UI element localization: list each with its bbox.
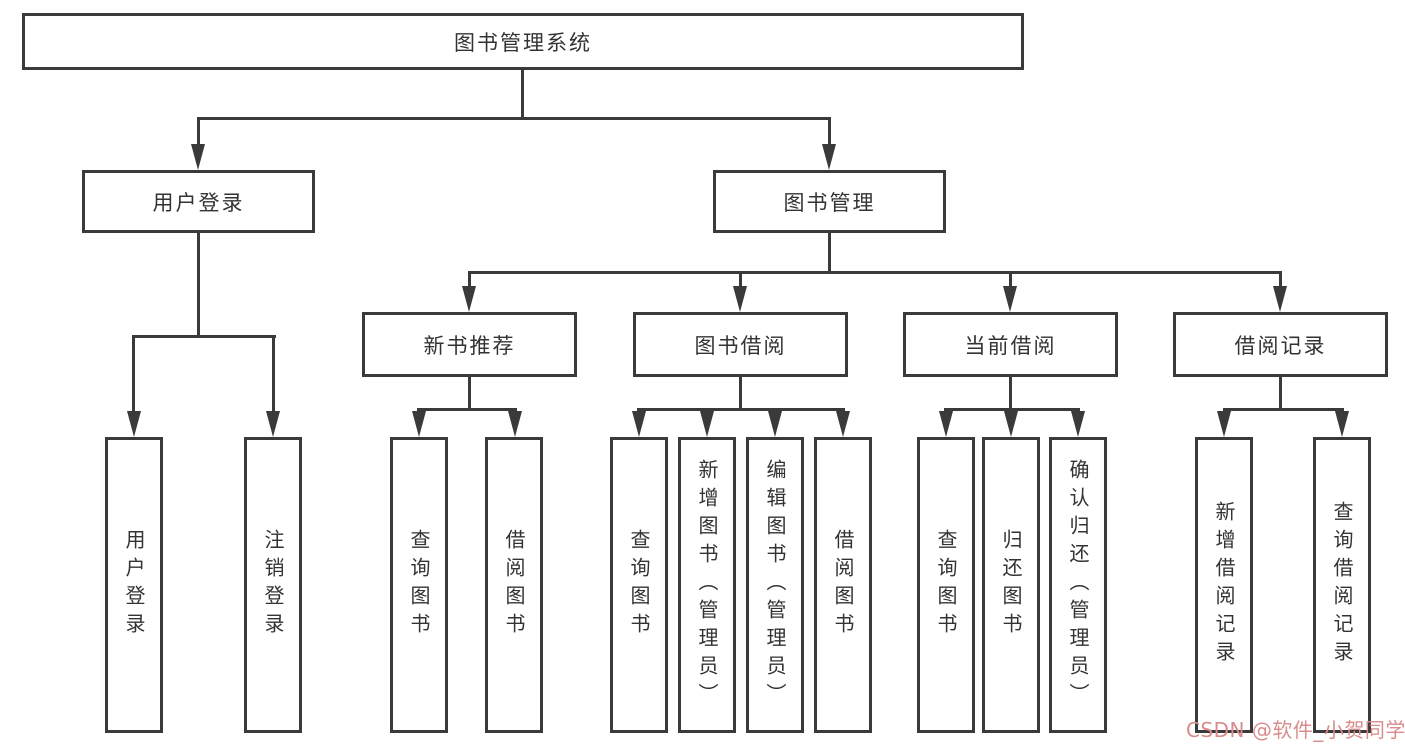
arrow-down-icon — [462, 286, 476, 312]
arrow-down-icon — [768, 411, 782, 437]
arrow-down-icon — [191, 144, 205, 170]
leaf-label: 查询图书 — [627, 529, 651, 641]
leaf-query-books-1: 查询图书 — [390, 437, 448, 733]
leaf-label: 查询借阅记录 — [1330, 501, 1354, 669]
arrow-down-icon — [127, 411, 141, 437]
connector-line — [1009, 271, 1012, 288]
node-current-borrow: 当前借阅 — [903, 312, 1118, 377]
leaf-query-borrow-record: 查询借阅记录 — [1313, 437, 1371, 733]
arrow-down-icon — [1003, 286, 1017, 312]
connector-line — [132, 335, 276, 338]
leaf-return-books: 归还图书 — [982, 437, 1040, 733]
arrow-down-icon — [508, 411, 522, 437]
connector-line — [132, 335, 135, 412]
leaf-label: 归还图书 — [999, 529, 1023, 641]
connector-line — [417, 408, 517, 411]
connector-line — [521, 70, 524, 118]
connector-line — [828, 233, 831, 273]
connector-line — [1223, 408, 1344, 411]
connector-line — [739, 377, 742, 410]
leaf-confirm-return-admin: 确认归还（管理员） — [1049, 437, 1107, 733]
leaf-label: 确认归还（管理员） — [1066, 459, 1090, 711]
connector-line — [1009, 377, 1012, 410]
arrow-down-icon — [1071, 411, 1085, 437]
leaf-edit-books-admin: 编辑图书（管理员） — [746, 437, 804, 733]
connector-line — [637, 408, 845, 411]
leaf-label: 新增图书（管理员） — [695, 459, 719, 711]
arrow-down-icon — [939, 411, 953, 437]
leaf-add-books-admin: 新增图书（管理员） — [678, 437, 736, 733]
connector-line — [739, 271, 742, 288]
leaf-logout: 注销登录 — [244, 437, 302, 733]
leaf-query-books-2: 查询图书 — [610, 437, 668, 733]
connector-line — [272, 335, 275, 412]
connector-line — [468, 271, 471, 288]
node-book-borrow: 图书借阅 — [633, 312, 848, 377]
arrow-down-icon — [632, 411, 646, 437]
arrow-down-icon — [1217, 411, 1231, 437]
leaf-label: 借阅图书 — [831, 529, 855, 641]
connector-line — [1279, 377, 1282, 410]
arrow-down-icon — [733, 286, 747, 312]
connector-line — [1279, 271, 1282, 288]
arrow-down-icon — [1004, 411, 1018, 437]
leaf-query-books-3: 查询图书 — [917, 437, 975, 733]
arrow-down-icon — [1335, 411, 1349, 437]
arrow-down-icon — [700, 411, 714, 437]
arrow-down-icon — [412, 411, 426, 437]
leaf-label: 编辑图书（管理员） — [763, 459, 787, 711]
leaf-label: 注销登录 — [261, 529, 285, 641]
csdn-watermark: CSDN @软件_小贺同学 — [1186, 718, 1405, 742]
leaf-user-login: 用户登录 — [105, 437, 163, 733]
connector-line — [828, 117, 831, 146]
arrow-down-icon — [822, 144, 836, 170]
leaf-borrow-books-2: 借阅图书 — [814, 437, 872, 733]
leaf-label: 新增借阅记录 — [1212, 501, 1236, 669]
leaf-label: 借阅图书 — [502, 529, 526, 641]
leaf-label: 查询图书 — [407, 529, 431, 641]
node-book-management: 图书管理 — [713, 170, 946, 233]
connector-line — [197, 117, 200, 146]
connector-line — [944, 408, 1080, 411]
connector-line — [197, 117, 831, 120]
node-new-book-recommend: 新书推荐 — [362, 312, 577, 377]
leaf-label: 用户登录 — [122, 529, 146, 641]
connector-line — [468, 377, 471, 410]
node-user-login: 用户登录 — [82, 170, 315, 233]
arrow-down-icon — [1273, 286, 1287, 312]
node-library-system: 图书管理系统 — [22, 13, 1024, 70]
leaf-borrow-books-1: 借阅图书 — [485, 437, 543, 733]
arrow-down-icon — [836, 411, 850, 437]
leaf-label: 查询图书 — [934, 529, 958, 641]
leaf-add-borrow-record: 新增借阅记录 — [1195, 437, 1253, 733]
connector-line — [468, 271, 1282, 274]
node-borrow-records: 借阅记录 — [1173, 312, 1388, 377]
connector-line — [197, 233, 200, 337]
arrow-down-icon — [266, 411, 280, 437]
